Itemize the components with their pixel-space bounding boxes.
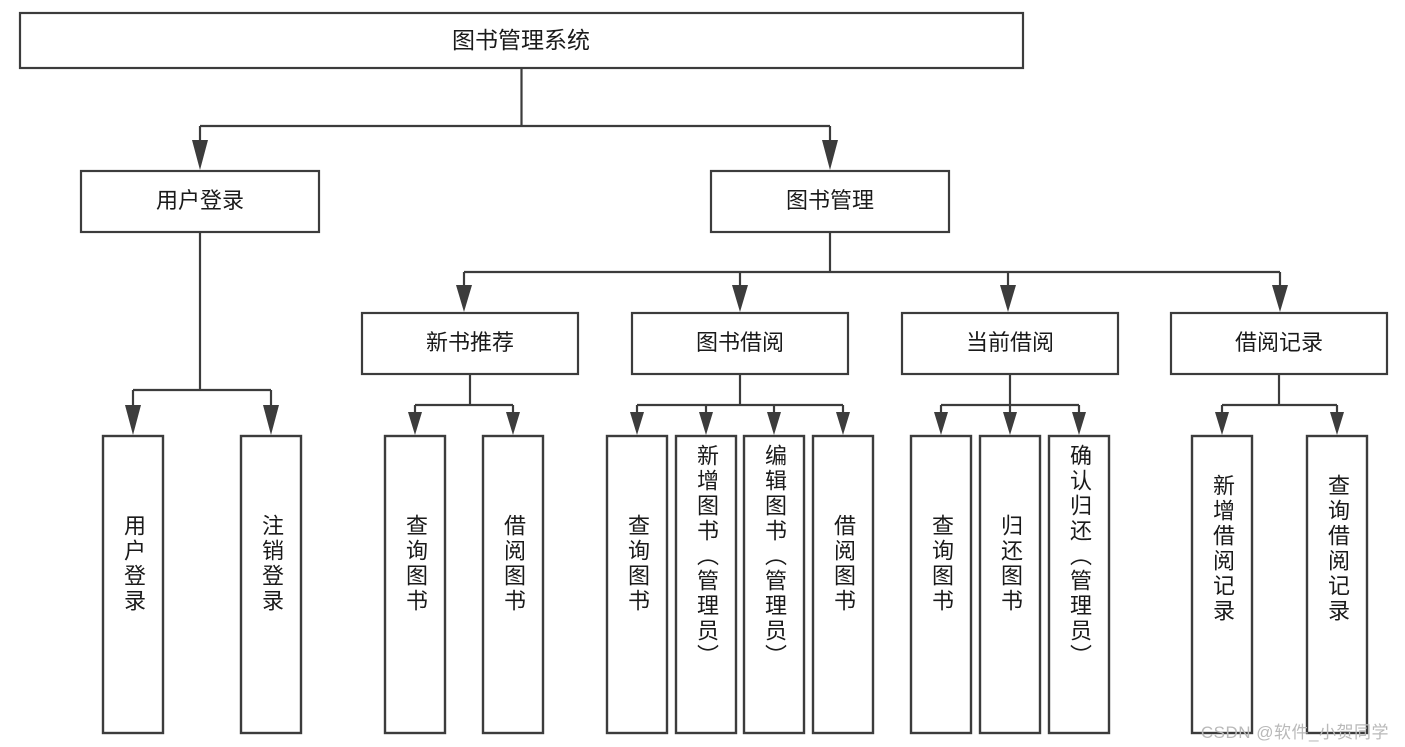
leaf-boxes [101, 434, 1369, 735]
leaf-box-4[interactable] [481, 434, 545, 735]
node-book-management-label: 图书管理 [786, 188, 874, 213]
leaf-box-7[interactable] [742, 434, 806, 735]
node-book-borrow[interactable]: 图书借阅 [630, 311, 850, 376]
node-user-login-label: 用户登录 [156, 188, 244, 213]
connector-group-borrowbook [630, 374, 850, 435]
arrowhead-leaf-1 [125, 405, 141, 435]
leaf-box-13[interactable] [1305, 434, 1369, 735]
node-current-borrow[interactable]: 当前借阅 [900, 311, 1120, 376]
node-borrow-record-box[interactable] [1169, 311, 1389, 376]
node-user-login-box[interactable] [79, 169, 321, 234]
arrowhead-currentborrow [1000, 285, 1016, 312]
node-root-label: 图书管理系统 [452, 27, 590, 53]
arrowhead-userlogin [192, 140, 208, 170]
arrowhead-leaf-6 [699, 412, 713, 435]
node-root[interactable]: 图书管理系统 [18, 11, 1025, 70]
node-book-borrow-box[interactable] [630, 311, 850, 376]
arrowhead-leaf-4 [506, 412, 520, 435]
leaf-box-9[interactable] [909, 434, 973, 735]
arrowhead-leaf-3 [408, 412, 422, 435]
leaf-box-6[interactable] [674, 434, 738, 735]
leaf-box-5[interactable] [605, 434, 669, 735]
leaf-box-12[interactable] [1190, 434, 1254, 735]
node-current-borrow-label: 当前借阅 [966, 330, 1054, 355]
leaf-box-2[interactable] [239, 434, 303, 735]
leaf-box-1[interactable] [101, 434, 165, 735]
arrowhead-leaf-8 [836, 412, 850, 435]
node-borrow-record-label: 借阅记录 [1235, 330, 1323, 355]
node-book-borrow-label: 图书借阅 [696, 330, 784, 355]
node-book-management-box[interactable] [709, 169, 951, 234]
node-new-book-recommend-box[interactable] [360, 311, 580, 376]
node-user-login[interactable]: 用户登录 [79, 169, 321, 234]
leaf-box-11[interactable] [1047, 434, 1111, 735]
arrowhead-borrowbook [732, 285, 748, 312]
node-root-box[interactable] [18, 11, 1025, 70]
arrowhead-leaf-7 [767, 412, 781, 435]
connector-group-currentborrow [934, 374, 1086, 435]
arrowhead-leaf-10 [1003, 412, 1017, 435]
arrowhead-bookmgmt [822, 140, 838, 170]
arrowhead-leaf-5 [630, 412, 644, 435]
arrowhead-leaf-11 [1072, 412, 1086, 435]
node-borrow-record[interactable]: 借阅记录 [1169, 311, 1389, 376]
node-new-book-recommend-label: 新书推荐 [426, 330, 514, 355]
node-book-management[interactable]: 图书管理 [709, 169, 951, 234]
arrowhead-leaf-2 [263, 405, 279, 435]
arrowhead-newbook [456, 285, 472, 312]
connector-group-newbook [408, 374, 520, 435]
leaf-box-10[interactable] [978, 434, 1042, 735]
arrowhead-borrowrecord [1272, 285, 1288, 312]
leaf-box-3[interactable] [383, 434, 447, 735]
connector-group-bookmgmt [456, 232, 1288, 312]
csdn-watermark: CSDN @软件_小贺同学 [1200, 723, 1389, 742]
leaf-box-8[interactable] [811, 434, 875, 735]
node-current-borrow-box[interactable] [900, 311, 1120, 376]
arrowhead-leaf-12 [1215, 412, 1229, 435]
arrowhead-leaf-13 [1330, 412, 1344, 435]
connector-group-root [192, 68, 838, 170]
connector-group-borrowrecord [1215, 374, 1344, 435]
arrowhead-leaf-9 [934, 412, 948, 435]
connector-group-userlogin [125, 232, 279, 435]
node-new-book-recommend[interactable]: 新书推荐 [360, 311, 580, 376]
